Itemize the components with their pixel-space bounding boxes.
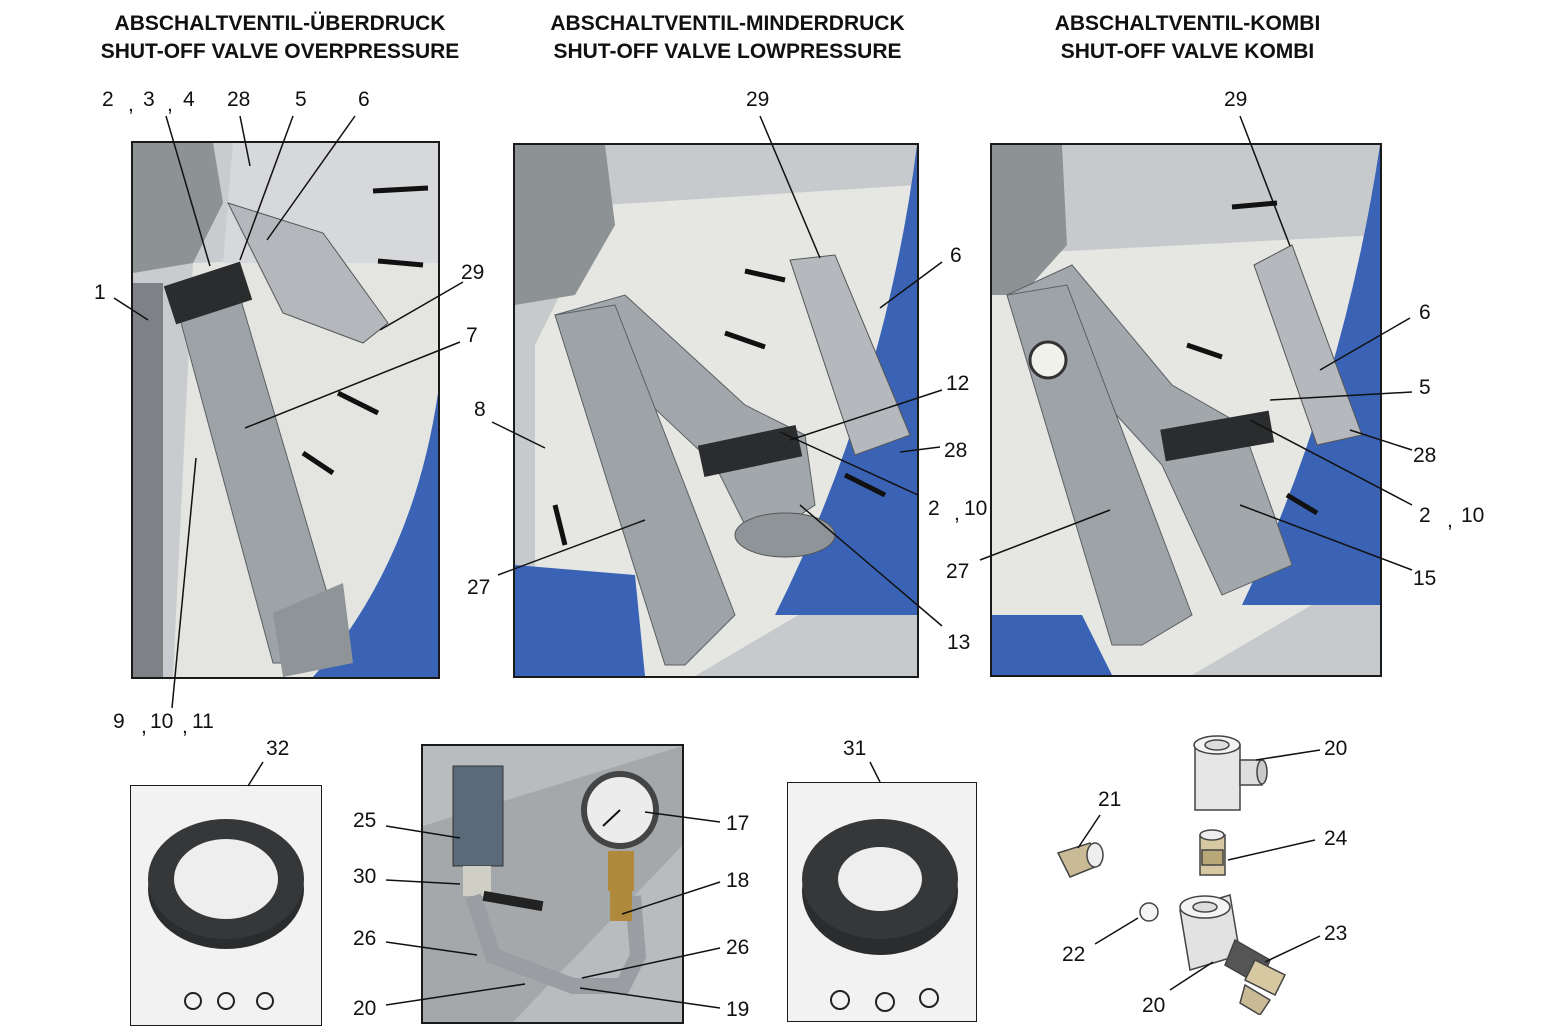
callout-ov-9: 9 — [113, 710, 125, 733]
title-kombi-de: ABSCHALTVENTIL-KOMBI — [1054, 12, 1321, 35]
title-overpressure-de: ABSCHALTVENTIL-ÜBERDRUCK — [114, 12, 446, 35]
callout-ov-10: 10 — [150, 710, 174, 733]
callout-ko-29: 29 — [1224, 88, 1248, 111]
title-kombi-en: SHUT-OFF VALVE KOMBI — [1060, 40, 1315, 63]
callout-lp-13: 13 — [947, 631, 971, 654]
callout-ko-2: 2 — [1419, 504, 1431, 527]
photo-seal-31 — [787, 782, 977, 1022]
callout-lp-10: 10 — [964, 497, 988, 520]
callout-g-19: 19 — [726, 998, 750, 1021]
callout-ov-28: 28 — [227, 88, 251, 111]
title-lowpressure: ABSCHALTVENTIL-MINDERDRUCK SHUT-OFF VALV… — [500, 10, 955, 66]
photo-kombi-valve — [990, 143, 1382, 677]
title-lowpressure-de: ABSCHALTVENTIL-MINDERDRUCK — [550, 12, 905, 35]
callout-f-21: 21 — [1098, 788, 1122, 811]
callout-g-25: 25 — [353, 809, 377, 832]
callout-seal-31: 31 — [843, 737, 867, 760]
title-kombi: ABSCHALTVENTIL-KOMBI SHUT-OFF VALVE KOMB… — [990, 10, 1385, 66]
fittings-illustration — [1056, 735, 1287, 1015]
callout-f-23: 23 — [1324, 922, 1348, 945]
callout-ko-15: 15 — [1413, 567, 1437, 590]
callout-f-20a: 20 — [1324, 737, 1348, 760]
callout-ko-5: 5 — [1419, 376, 1431, 399]
callout-ov-3: 3 — [143, 88, 155, 111]
callout-g-17: 17 — [726, 812, 750, 835]
callout-lp-12: 12 — [946, 372, 970, 395]
callout-g-30: 30 — [353, 865, 377, 888]
callout-ko-27: 27 — [946, 560, 970, 583]
callout-lp-8: 8 — [474, 398, 486, 421]
callout-g-26b: 26 — [726, 936, 750, 959]
callout-ov-6: 6 — [358, 88, 370, 111]
callout-ov-7: 7 — [466, 324, 478, 347]
callout-ko-10: 10 — [1461, 504, 1485, 527]
callout-ov-2: 2 — [102, 88, 114, 111]
title-overpressure-en: SHUT-OFF VALVE OVERPRESSURE — [100, 40, 460, 63]
callout-g-26a: 26 — [353, 927, 377, 950]
callout-ov-sep2: , — [167, 93, 173, 116]
photo-seal-32 — [130, 785, 322, 1026]
callout-ov-11: 11 — [192, 710, 214, 733]
photo-overpressure-valve — [131, 141, 440, 679]
callout-ov-29: 29 — [461, 261, 485, 284]
callout-g-18: 18 — [726, 869, 750, 892]
callout-ov-5: 5 — [295, 88, 307, 111]
callout-ko-28: 28 — [1413, 444, 1437, 467]
photo-gauge-assembly — [421, 744, 684, 1024]
callout-seal-32: 32 — [266, 737, 290, 760]
photo-lowpressure-valve — [513, 143, 919, 678]
callout-lp-27: 27 — [467, 576, 491, 599]
callout-lp-6: 6 — [950, 244, 962, 267]
title-overpressure: ABSCHALTVENTIL-ÜBERDRUCK SHUT-OFF VALVE … — [60, 10, 500, 66]
callout-lp-29: 29 — [746, 88, 770, 111]
callout-lp-sep: , — [954, 502, 960, 525]
callout-ov-sep3: , — [141, 715, 147, 738]
callout-ko-6: 6 — [1419, 301, 1431, 324]
callout-f-20b: 20 — [1142, 994, 1166, 1017]
callout-ov-4: 4 — [183, 88, 195, 111]
callout-ko-sep: , — [1447, 509, 1453, 532]
callout-g-20: 20 — [353, 997, 377, 1020]
callout-ov-sep4: , — [182, 715, 188, 738]
callout-ov-sep1: , — [128, 93, 134, 116]
callout-f-24: 24 — [1324, 827, 1348, 850]
title-lowpressure-en: SHUT-OFF VALVE LOWPRESSURE — [553, 40, 902, 63]
callout-lp-2: 2 — [928, 497, 940, 520]
callout-lp-28: 28 — [944, 439, 968, 462]
callout-f-22: 22 — [1062, 943, 1086, 966]
callout-ov-1: 1 — [94, 281, 106, 304]
